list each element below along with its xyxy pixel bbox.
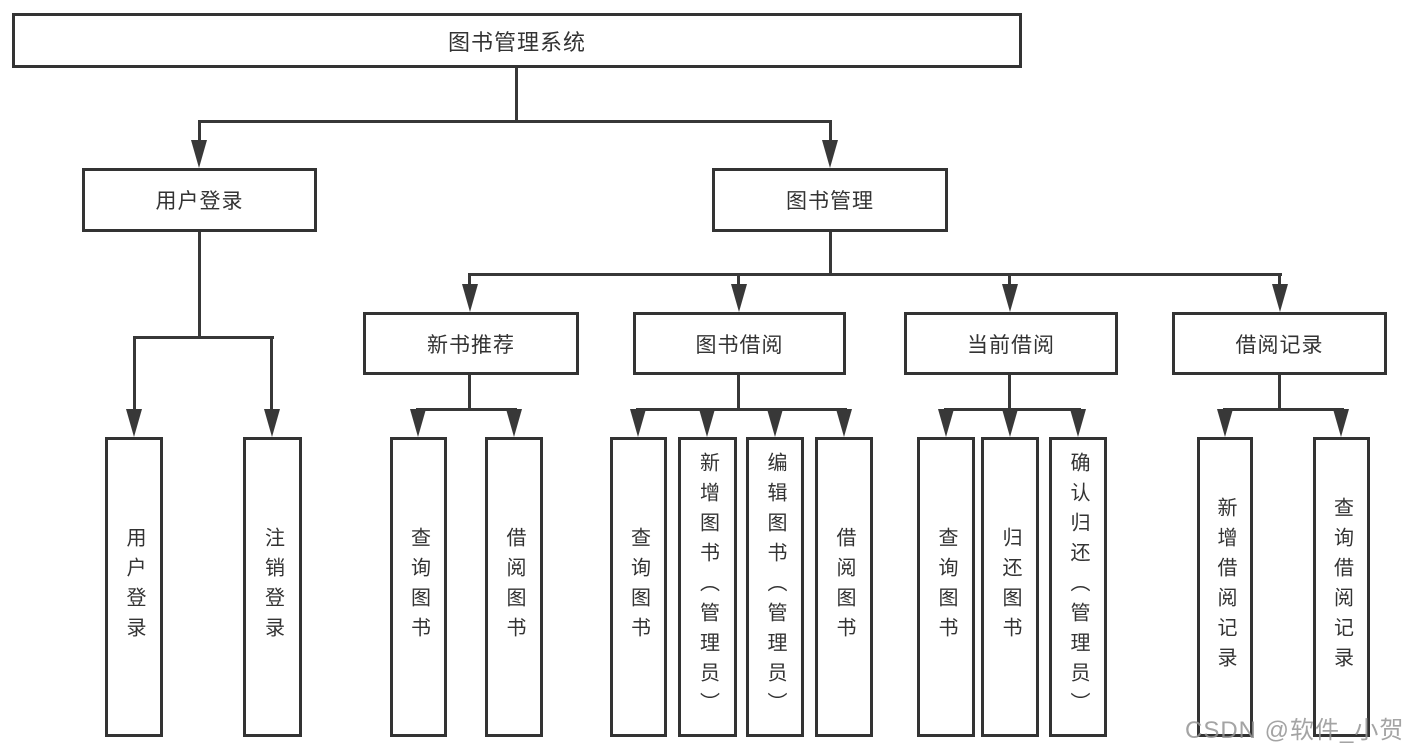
arrow-down-icon bbox=[191, 140, 207, 168]
csdn-watermark: CSDN @软件_小贺同学 bbox=[1185, 717, 1405, 744]
connector-line bbox=[636, 408, 847, 411]
arrow-down-icon bbox=[264, 409, 280, 437]
connector-line bbox=[1278, 375, 1281, 411]
connector-line bbox=[1008, 375, 1011, 411]
leaf-label: 新增图书（管理员） bbox=[696, 452, 719, 722]
node-new-book-recommend: 新书推荐 bbox=[363, 312, 579, 375]
leaf-logout: 注销登录 bbox=[243, 437, 302, 737]
connector-line bbox=[829, 120, 832, 144]
leaf-cb-query-book: 查询图书 bbox=[917, 437, 975, 737]
arrow-down-icon bbox=[938, 409, 954, 437]
leaf-user-login: 用户登录 bbox=[105, 437, 163, 737]
leaf-cb-return-book: 归还图书 bbox=[981, 437, 1039, 737]
leaf-bb-edit-book-admin: 编辑图书（管理员） bbox=[746, 437, 804, 737]
arrow-down-icon bbox=[1217, 409, 1233, 437]
arrow-down-icon bbox=[836, 409, 852, 437]
connector-line bbox=[133, 336, 274, 339]
leaf-label: 借阅图书 bbox=[833, 527, 855, 647]
leaf-label: 用户登录 bbox=[123, 527, 145, 647]
node-borrowing-records: 借阅记录 bbox=[1172, 312, 1387, 375]
connector-line bbox=[133, 336, 136, 412]
node-book-borrowing: 图书借阅 bbox=[633, 312, 846, 375]
connector-line bbox=[416, 408, 517, 411]
leaf-nb-borrow-book: 借阅图书 bbox=[485, 437, 543, 737]
leaf-label: 新增借阅记录 bbox=[1214, 497, 1236, 677]
leaf-label: 查询图书 bbox=[935, 527, 957, 647]
arrow-down-icon bbox=[506, 409, 522, 437]
leaf-nb-query-book: 查询图书 bbox=[390, 437, 447, 737]
node-library-management-system: 图书管理系统 bbox=[12, 13, 1022, 68]
connector-line bbox=[737, 375, 740, 411]
arrow-down-icon bbox=[699, 409, 715, 437]
connector-line bbox=[737, 273, 740, 287]
connector-line bbox=[270, 336, 273, 412]
arrow-down-icon bbox=[126, 409, 142, 437]
arrow-down-icon bbox=[1002, 284, 1018, 312]
connector-line bbox=[468, 375, 471, 411]
leaf-cb-confirm-return-admin: 确认归还（管理员） bbox=[1049, 437, 1107, 737]
arrow-down-icon bbox=[410, 409, 426, 437]
arrow-down-icon bbox=[462, 284, 478, 312]
leaf-label: 查询借阅记录 bbox=[1330, 497, 1353, 677]
arrow-down-icon bbox=[1070, 409, 1086, 437]
arrow-down-icon bbox=[822, 140, 838, 168]
leaf-bb-query-book: 查询图书 bbox=[610, 437, 667, 737]
connector-line bbox=[1008, 273, 1011, 287]
leaf-bb-add-book-admin: 新增图书（管理员） bbox=[678, 437, 737, 737]
leaf-bb-borrow-book: 借阅图书 bbox=[815, 437, 873, 737]
arrow-down-icon bbox=[1333, 409, 1349, 437]
leaf-label: 查询图书 bbox=[407, 527, 430, 647]
connector-line bbox=[515, 68, 518, 122]
leaf-label: 查询图书 bbox=[627, 527, 650, 647]
leaf-label: 注销登录 bbox=[261, 527, 284, 647]
node-current-borrowing: 当前借阅 bbox=[904, 312, 1118, 375]
connector-line bbox=[829, 232, 832, 276]
leaf-label: 归还图书 bbox=[999, 527, 1021, 647]
connector-line bbox=[468, 273, 471, 287]
connector-line bbox=[1223, 408, 1344, 411]
arrow-down-icon bbox=[1002, 409, 1018, 437]
connector-line bbox=[198, 120, 832, 123]
leaf-br-add-record: 新增借阅记录 bbox=[1197, 437, 1253, 737]
node-user-login: 用户登录 bbox=[82, 168, 317, 232]
connector-line bbox=[468, 273, 1282, 276]
leaf-label: 编辑图书（管理员） bbox=[764, 452, 786, 722]
leaf-label: 确认归还（管理员） bbox=[1067, 452, 1089, 722]
arrow-down-icon bbox=[630, 409, 646, 437]
leaf-br-query-record: 查询借阅记录 bbox=[1313, 437, 1370, 737]
arrow-down-icon bbox=[767, 409, 783, 437]
connector-line bbox=[198, 232, 201, 339]
leaf-label: 借阅图书 bbox=[503, 527, 525, 647]
arrow-down-icon bbox=[731, 284, 747, 312]
connector-line bbox=[1278, 273, 1281, 287]
connector-line bbox=[198, 120, 201, 144]
arrow-down-icon bbox=[1272, 284, 1288, 312]
node-book-management: 图书管理 bbox=[712, 168, 948, 232]
